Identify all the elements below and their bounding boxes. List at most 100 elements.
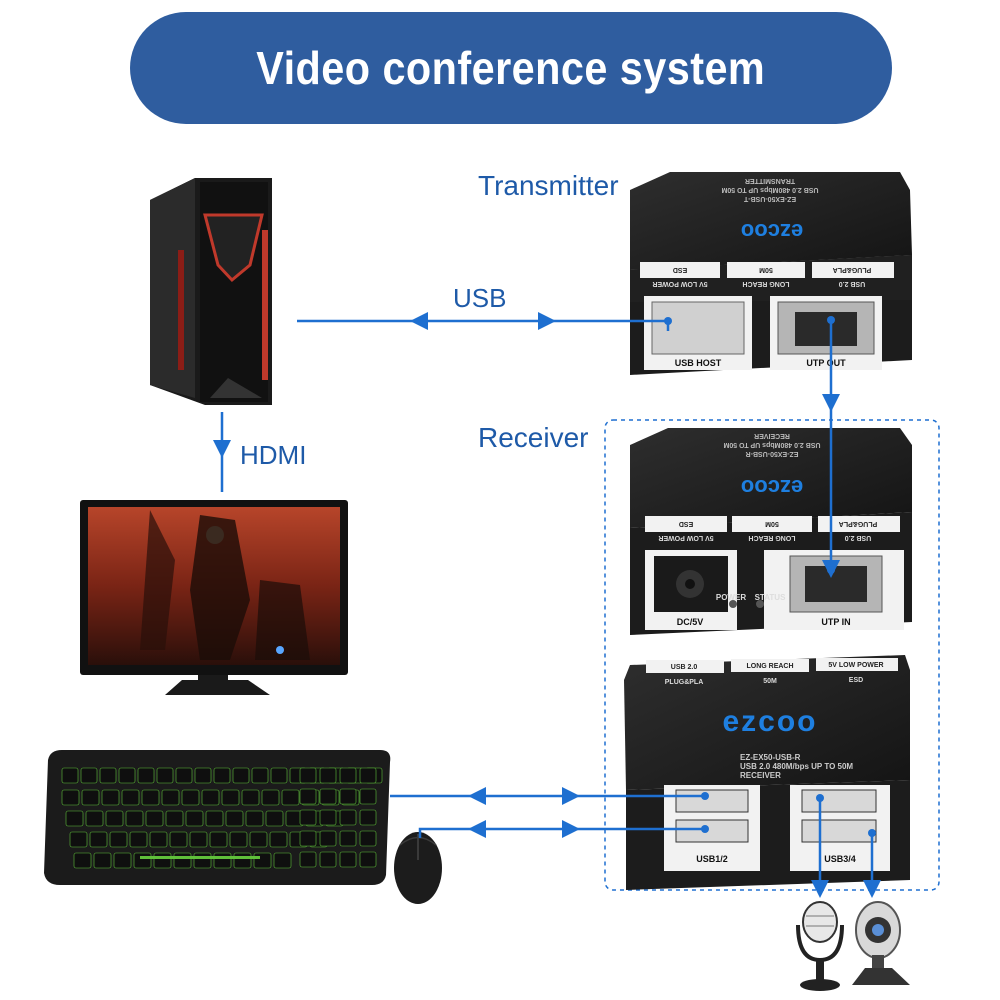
numpad-key (359, 851, 377, 868)
numpad-key (339, 767, 357, 784)
receiver-back-logo: ezcoo (741, 475, 803, 500)
numpad-key (319, 788, 337, 805)
receiver-back-badge-1: 5V LOW POWER (658, 534, 713, 541)
receiver-back-model-line2: USB 2.0 480Mbps UP TO 50M (723, 441, 820, 448)
port-utp-out-label: UTP OUT (806, 358, 846, 368)
receiver-front-badge-4: PLUG&PLA (665, 679, 704, 686)
transmitter-badge-6: PLUG&PLA (833, 266, 872, 273)
numpad-key (319, 767, 337, 784)
microphone-icon (796, 901, 844, 991)
receiver-front-badge-1: USB 2.0 (671, 664, 698, 671)
webcam-icon (852, 901, 910, 985)
keyboard-key (189, 831, 208, 848)
keyboard-key (229, 831, 248, 848)
keyboard-key (233, 852, 252, 869)
keyboard-key (273, 852, 292, 869)
mouse-link-line (418, 827, 705, 838)
transmitter-model-line2: USB 2.0 480Mbps UP TO 50M (721, 186, 818, 193)
port-usb34-label: USB3/4 (824, 854, 856, 864)
keyboard-key (194, 767, 212, 784)
keyboard-key (232, 767, 250, 784)
keyboard-key (113, 852, 132, 869)
keyboard-key (101, 789, 120, 806)
keyboard-key (165, 810, 184, 827)
numpad-key (359, 830, 377, 847)
keyboard-key (161, 789, 180, 806)
receiver-back-model-line1: EZ-EX50-USB-R (746, 450, 799, 457)
arrowheads (213, 312, 881, 898)
keyboard-key (205, 810, 224, 827)
transmitter-badge-5: 50M (759, 266, 773, 273)
keyboard-key (121, 789, 140, 806)
keyboard-key (193, 852, 212, 869)
led-power-label: POWER (716, 593, 746, 602)
keyboard-key (221, 789, 240, 806)
receiver-front-badge-3: 5V LOW POWER (828, 662, 883, 669)
transmitter-badge-3: USB 2.0 (839, 280, 866, 287)
transmitter-badge-2: LONG REACH (742, 280, 789, 287)
numpad-key (339, 851, 357, 868)
keyboard-key (93, 852, 112, 869)
keyboard-key (245, 810, 264, 827)
numpad-key (359, 788, 377, 805)
keyboard-key (65, 810, 84, 827)
keyboard-key (209, 831, 228, 848)
receiver-dashed-frame (604, 419, 940, 891)
transmitter-model-line3: TRANSMITTER (745, 177, 795, 184)
keyboard-key (141, 789, 160, 806)
receiver-back-badge-5: 50M (765, 520, 779, 527)
numpad-key (299, 767, 317, 784)
numpad-key (319, 809, 337, 826)
receiver-label: Receiver (478, 422, 589, 453)
keyboard-key (89, 831, 108, 848)
keyboard-key (213, 852, 232, 869)
keyboard-key (80, 767, 98, 784)
numpad-key (319, 830, 337, 847)
transmitter-badge-4: ESD (673, 266, 687, 273)
keyboard-key (213, 767, 231, 784)
keyboard-key (156, 767, 174, 784)
keyboard-key (61, 789, 80, 806)
transmitter-logo: ezcoo (741, 219, 803, 244)
led-status-label: STATUS (755, 593, 786, 602)
receiver-front-model-line1: EZ-EX50-USB-R (740, 753, 801, 762)
keyboard-key (109, 831, 128, 848)
keyboard-spacebar-light (140, 856, 260, 859)
keyboard-key (61, 767, 79, 784)
keyboard-key (69, 831, 88, 848)
receiver-front-badge-5: 50M (763, 678, 777, 685)
keyboard-key (153, 852, 172, 869)
receiver-back-badge-2: LONG REACH (748, 534, 795, 541)
keyboard-key (270, 767, 288, 784)
mouse-icon (394, 832, 442, 904)
receiver-front-logo: ezcoo (722, 705, 817, 738)
receiver-front-model-line3: RECEIVER (740, 771, 781, 780)
numpad-key (359, 767, 377, 784)
keyboard-key (265, 810, 284, 827)
keyboard-key (225, 810, 244, 827)
hdmi-label: HDMI (240, 440, 307, 470)
receiver-back-badge-4: ESD (679, 520, 693, 527)
keyboard-key (201, 789, 220, 806)
connections (220, 319, 874, 890)
keyboard-key (173, 852, 192, 869)
transmitter-label: Transmitter (478, 170, 619, 201)
port-usb12-label: USB1/2 (696, 854, 728, 864)
keyboard-key (85, 810, 104, 827)
numpad-key (319, 851, 337, 868)
pc-tower-icon (150, 178, 272, 405)
receiver-front-device: USB 2.0 LONG REACH 5V LOW POWER PLUG&PLA… (624, 655, 910, 890)
keyboard-key (81, 789, 100, 806)
receiver-back-model-line3: RECEIVER (754, 432, 790, 439)
keyboard-key (181, 789, 200, 806)
title-banner: Video conference system (130, 12, 892, 124)
keyboard-key (281, 789, 300, 806)
keyboard-key (175, 767, 193, 784)
keyboard-key (261, 789, 280, 806)
numpad-key (299, 809, 317, 826)
usb-label: USB (453, 283, 507, 313)
transmitter-badge-1: 5V LOW POWER (652, 280, 707, 287)
receiver-front-badge-6: ESD (849, 677, 863, 684)
keyboard-key (133, 852, 152, 869)
